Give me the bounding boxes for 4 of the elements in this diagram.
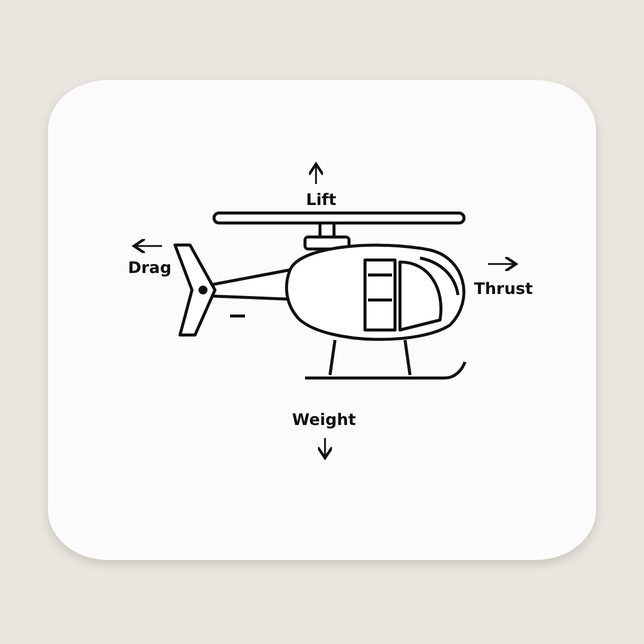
force-label: Weight [292, 410, 356, 429]
force-label: Lift [306, 190, 336, 209]
force-label: Thrust [474, 279, 533, 298]
force-label: Drag [128, 258, 172, 277]
